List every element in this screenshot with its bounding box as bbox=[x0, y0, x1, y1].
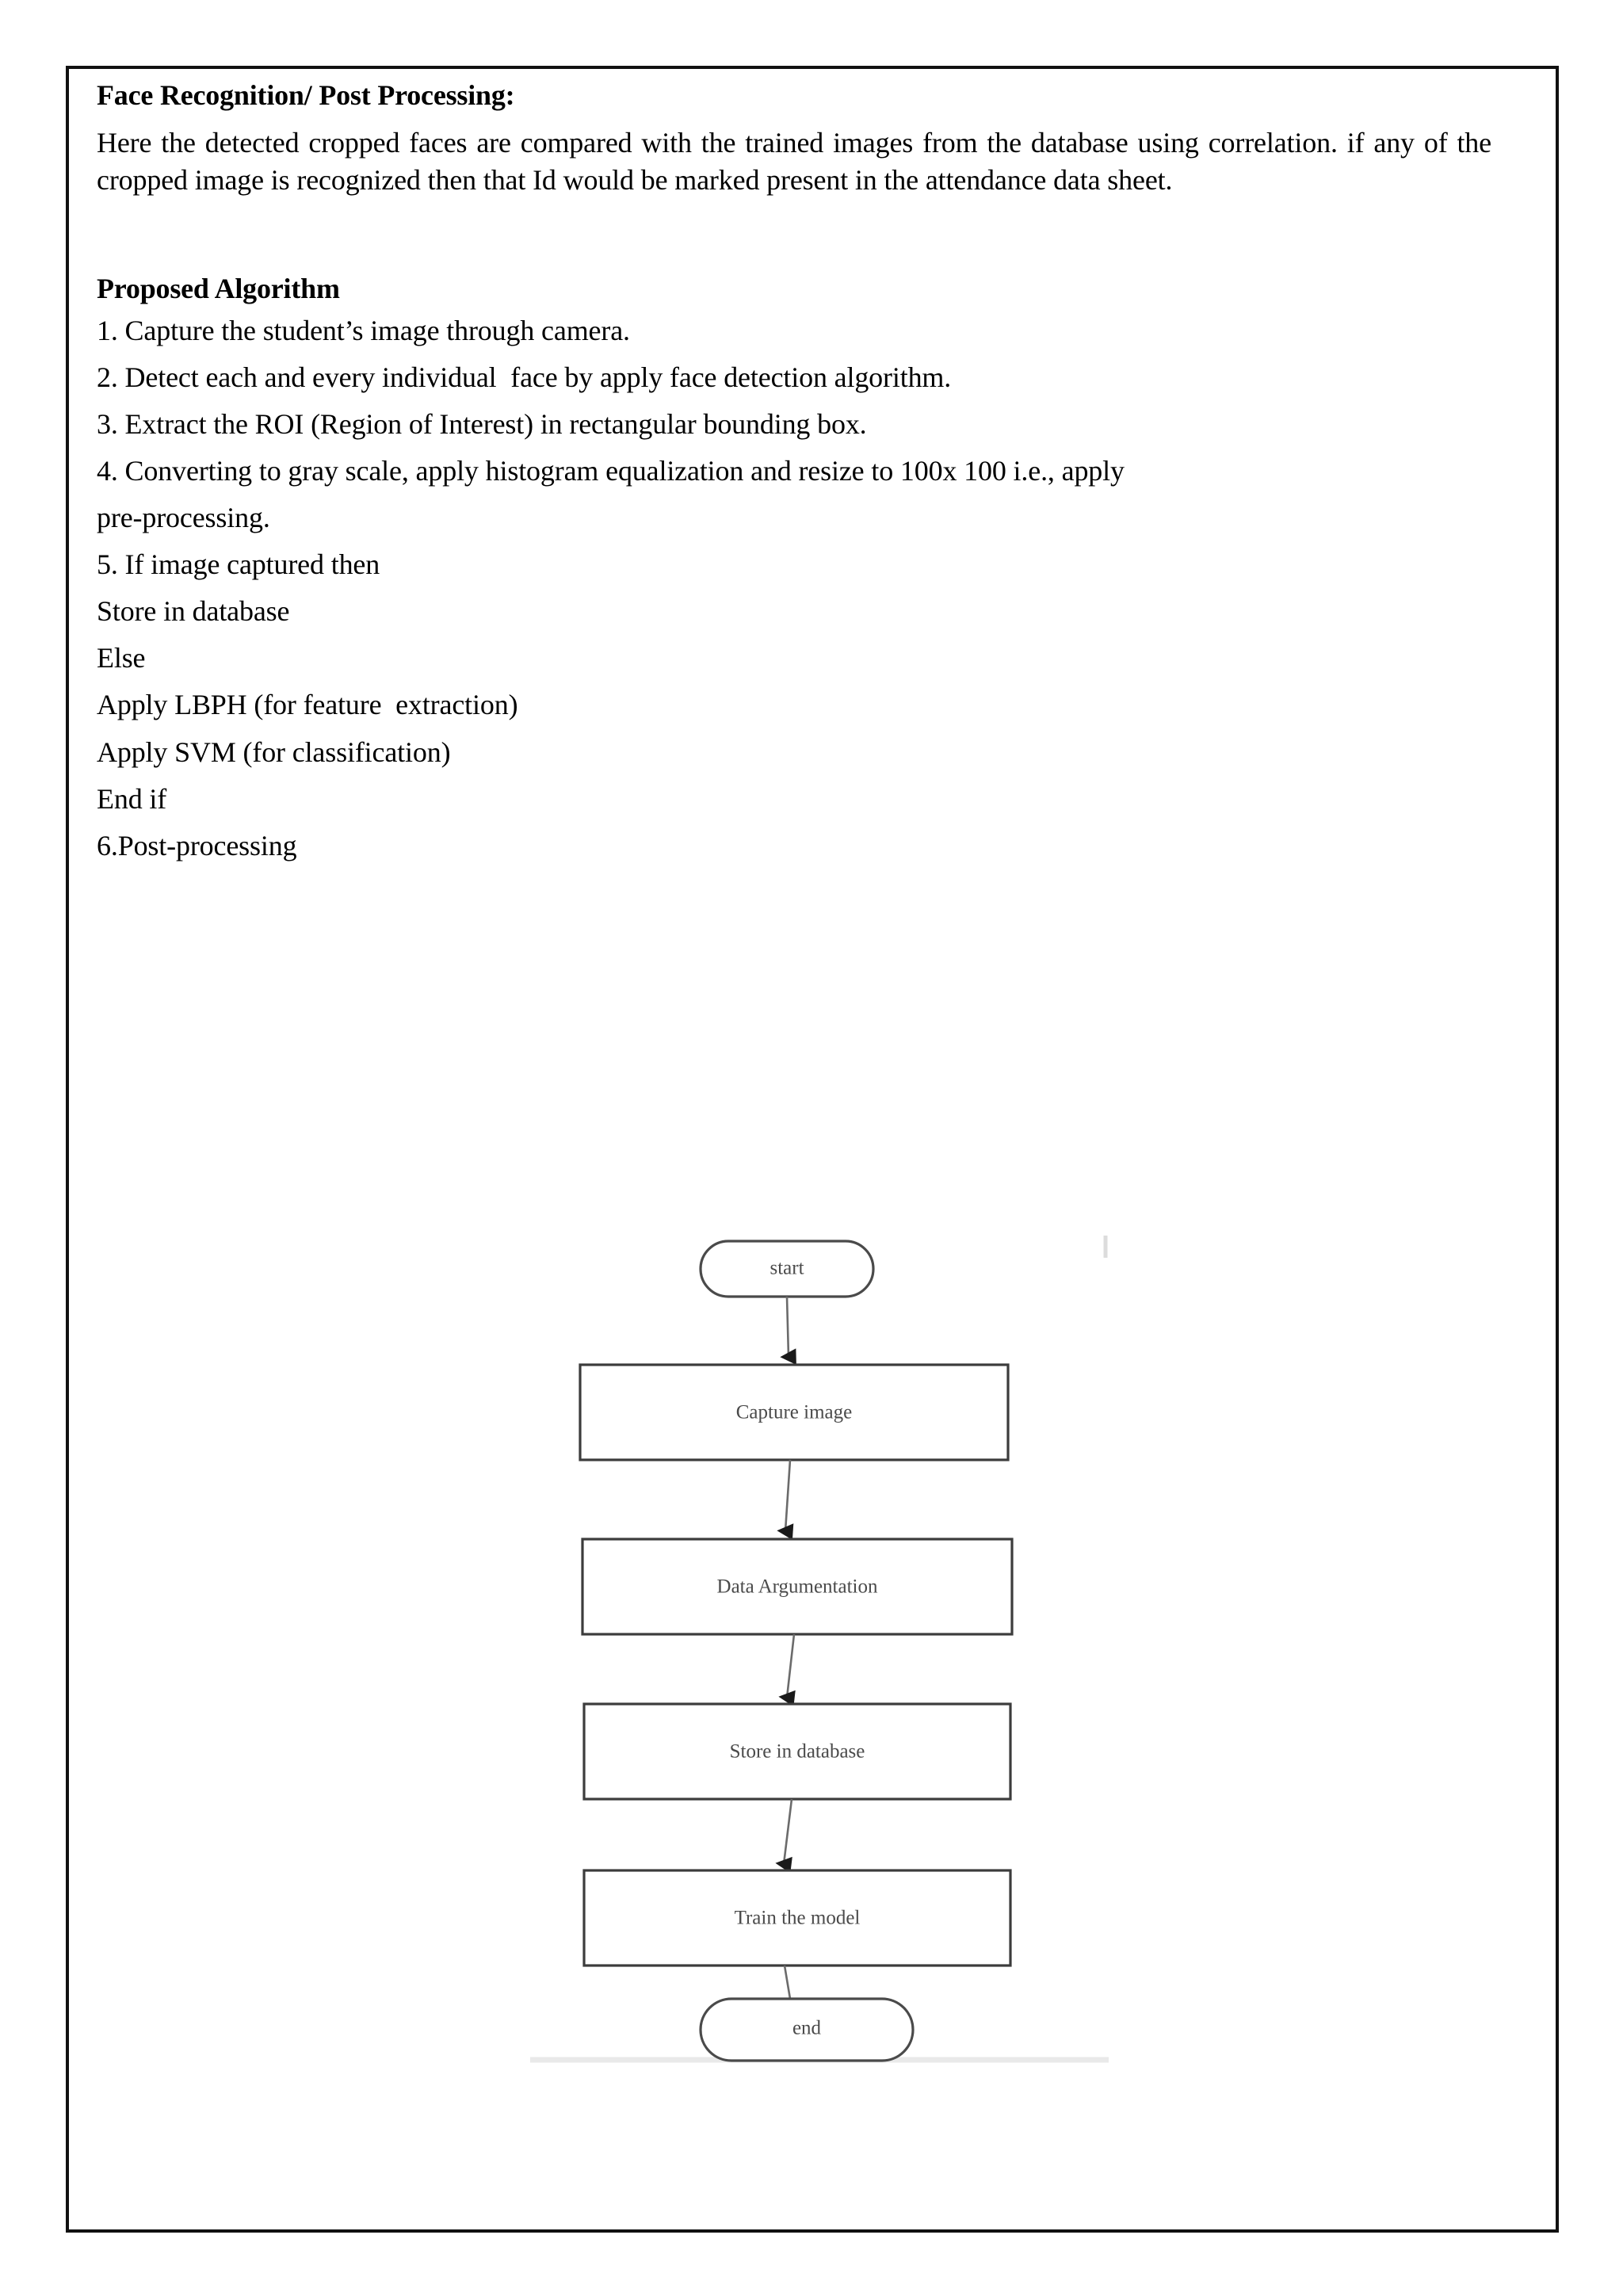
document-text-block: Face Recognition/ Post Processing: Here … bbox=[97, 78, 1523, 876]
flow-edge-store-in-database-to-train-the-model bbox=[775, 1798, 793, 1874]
algorithm-step-4-cont: pre-processing. bbox=[97, 501, 270, 533]
algorithm-step-3: 3. Extract the ROI (Region of Interest) … bbox=[97, 407, 867, 440]
flow-edge-capture-image-to-data-argumentation bbox=[777, 1459, 794, 1541]
flow-node-data-argumentation-label: Data Argumentation bbox=[717, 1576, 878, 1598]
algorithm-step-apply-lbph: Apply LBPH (for feature extraction) bbox=[97, 689, 518, 721]
algorithm-step-store-in-database: Store in database bbox=[97, 595, 290, 628]
algorithm-heading: Proposed Algorithm bbox=[97, 273, 340, 305]
flow-node-start-label: start bbox=[769, 1258, 804, 1279]
flow-node-start: start bbox=[699, 1240, 875, 1298]
paragraph-spacer bbox=[97, 199, 1523, 272]
flow-node-capture-image: Capture image bbox=[579, 1363, 1010, 1461]
flow-node-train-the-model-label: Train the model bbox=[735, 1908, 861, 1929]
algorithm-step-5: 5. If image captured then bbox=[97, 548, 380, 581]
flow-edge-data-argumentation-to-store-in-database bbox=[778, 1633, 796, 1707]
flow-edge-train-the-model-to-end bbox=[783, 1965, 808, 2053]
algorithm-step-1: 1. Capture the student’s image through c… bbox=[97, 314, 630, 346]
flow-node-store-in-database-label: Store in database bbox=[730, 1741, 865, 1763]
flow-edge-start-to-capture-image bbox=[780, 1296, 796, 1366]
section-heading: Face Recognition/ Post Processing: bbox=[97, 79, 515, 111]
algorithm-step-6: 6.Post-processing bbox=[97, 829, 297, 861]
flow-node-train-the-model: Train the model bbox=[582, 1869, 1012, 1967]
flow-node-capture-image-label: Capture image bbox=[736, 1402, 852, 1423]
intro-paragraph: Here the detected cropped faces are comp… bbox=[97, 127, 1491, 197]
algorithm-step-4: 4. Converting to gray scale, apply histo… bbox=[97, 454, 1125, 487]
flow-node-end-label: end bbox=[792, 2018, 822, 2039]
flow-node-store-in-database: Store in database bbox=[582, 1702, 1012, 1801]
algorithm-step-else: Else bbox=[97, 642, 146, 674]
algorithm-step-end-if: End if bbox=[97, 782, 167, 815]
algorithm-step-2: 2. Detect each and every individual face… bbox=[97, 361, 952, 393]
flow-node-data-argumentation: Data Argumentation bbox=[581, 1538, 1014, 1636]
algorithm-step-apply-svm: Apply SVM (for classification) bbox=[97, 735, 451, 768]
document-page: Face Recognition/ Post Processing: Here … bbox=[66, 66, 1559, 2233]
flow-node-end: end bbox=[699, 1997, 915, 2062]
